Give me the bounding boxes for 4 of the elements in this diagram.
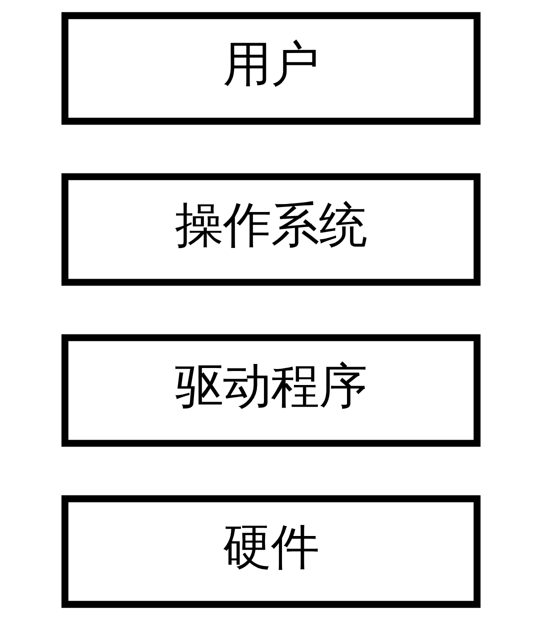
node-box: 用户 <box>61 12 481 125</box>
node-box: 操作系统 <box>61 173 481 286</box>
node-box: 驱动程序 <box>61 334 481 447</box>
node-box: 硬件 <box>61 495 481 608</box>
